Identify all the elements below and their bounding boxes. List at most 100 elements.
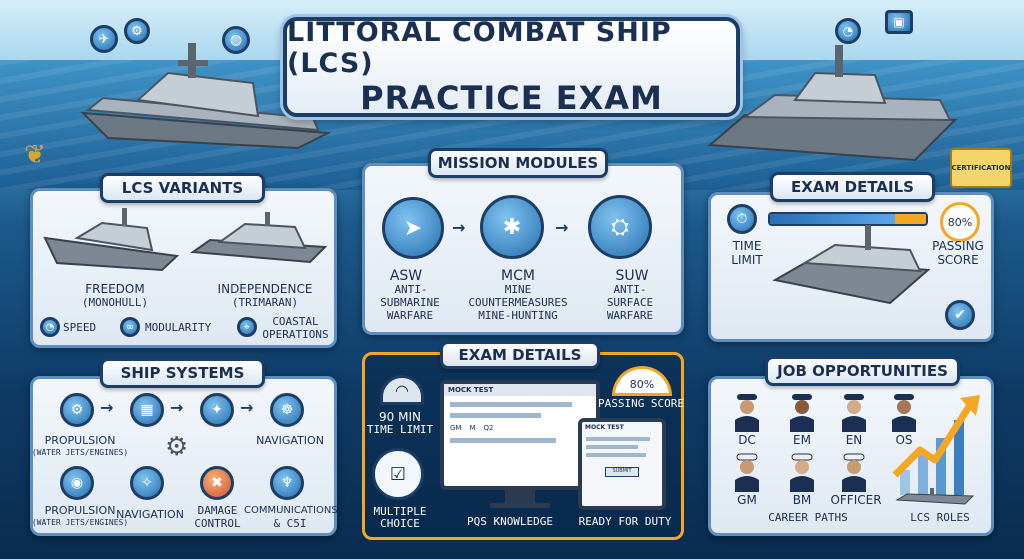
propulsion-label-1: PROPULSION: [44, 434, 116, 447]
option-c[interactable]: Q2: [483, 424, 494, 432]
exam-details-mid-header: EXAM DETAILS: [440, 341, 600, 369]
limit-label: LIMIT: [731, 253, 763, 267]
score-label: SCORE: [937, 253, 979, 267]
location-pin-icon: ⌖: [237, 317, 257, 337]
mine-robot-icon: ✱: [480, 195, 544, 259]
speed-label: SPEED: [63, 321, 97, 334]
arrow-icon: →: [240, 398, 254, 417]
asw-label: ASW: [389, 268, 423, 284]
time-value: 90 MIN: [379, 410, 421, 424]
operations-label: OPERATIONS: [262, 328, 329, 341]
globe-icon: ◍: [222, 26, 250, 54]
asw-desc-3: WARFARE: [386, 309, 434, 322]
gear-icon: ⚙: [124, 18, 150, 44]
independence-ship-illustration: [707, 45, 958, 162]
modularity-label: MODULARITY: [145, 321, 212, 334]
navigation-label-1: NAVIGATION: [256, 434, 324, 447]
role-label: OS: [895, 433, 913, 447]
checklist-icon: ☑: [372, 448, 424, 500]
certification-badge: CERTIFICATION: [950, 148, 1012, 188]
ship-systems-header: SHIP SYSTEMS: [100, 358, 265, 388]
sailor-avatar-officer: [840, 452, 868, 496]
exam-progress-fill: [770, 214, 926, 224]
communications-label: COMMUNICATIONS: [244, 505, 338, 516]
exam-ship-illustration: [772, 225, 930, 305]
title-line2: PRACTICE EXAM: [360, 79, 663, 117]
monitor-stand: [505, 490, 535, 504]
freedom-sublabel: (MONOHULL): [81, 296, 149, 309]
role-label: DC: [738, 433, 756, 447]
gear-icon: ⚙: [165, 432, 189, 462]
engine-icon: ⚙: [60, 393, 94, 427]
propulsion-sublabel-2: (WATER JETS/ENGINES): [31, 518, 129, 527]
navigation-label-2: NAVIGATION: [116, 508, 184, 521]
asw-desc-1: ANTI-: [394, 283, 428, 296]
question-line: [450, 402, 572, 407]
freedom-variant-ship: [43, 208, 180, 272]
mcm-desc-3: MINE-HUNTING: [478, 309, 558, 322]
role-label: EM: [793, 433, 811, 447]
lcs-roles-label: LCS ROLES: [910, 511, 970, 524]
exam-progress-bar: [768, 212, 928, 226]
mock-test-title: MOCK TEST: [444, 384, 596, 396]
growth-arrow-chart: [892, 395, 980, 495]
freedom-ship-illustration: [80, 43, 332, 150]
independence-sublabel: (TRIMARAN): [231, 296, 299, 309]
wifi-icon: ◔: [835, 18, 861, 44]
freedom-label: FREEDOM: [85, 282, 145, 296]
role-label: GM: [737, 493, 757, 507]
jet-engine-icon: ◉: [60, 466, 94, 500]
job-opportunities-header: JOB OPPORTUNITIES: [765, 356, 960, 386]
sailor-avatar-os: [890, 392, 918, 436]
suw-label: SUW: [615, 268, 649, 284]
compass-icon: ✦: [200, 393, 234, 427]
shield-check-icon: ✔: [945, 300, 975, 330]
suw-desc-2: SURFACE: [606, 296, 654, 309]
title-line1: LITTORAL COMBAT SHIP (LCS): [287, 17, 672, 79]
option-a[interactable]: GM: [450, 424, 462, 432]
propulsion-sublabel-1: (WATER JETS/ENGINES): [31, 448, 129, 457]
question-line: [450, 438, 557, 443]
mcm-desc-1: MINE: [504, 283, 532, 296]
propulsion-label-2: PROPULSION: [44, 504, 116, 517]
tablet-mock-test-screen: MOCK TEST SUBMIT: [578, 418, 666, 510]
role-label: OFFICER: [830, 493, 882, 507]
option-b[interactable]: M: [469, 424, 476, 432]
gauge-icon: ◠: [380, 375, 424, 405]
mock-test-title-tablet: MOCK TEST: [585, 424, 624, 431]
mcm-desc-2: COUNTERMEASURES: [468, 296, 568, 309]
monitor-base: [490, 503, 550, 508]
lcs-variants-header: LCS VARIANTS: [100, 173, 265, 203]
mission-modules-header: MISSION MODULES: [428, 148, 608, 178]
arrow-icon: →: [555, 218, 569, 237]
sailor-avatar-en: [840, 392, 868, 436]
torpedo-icon: ➤: [382, 197, 444, 259]
sailor-avatar-gm: [733, 452, 761, 496]
question-line: [586, 437, 650, 441]
helm-icon: ☸: [270, 393, 304, 427]
question-line: [586, 453, 646, 457]
pqs-label: PQS KNOWLEDGE: [466, 515, 554, 528]
role-label: BM: [792, 493, 812, 507]
mcm-label: MCM: [501, 268, 535, 284]
desktop-mock-test-screen: MOCK TEST GM M Q2: [440, 380, 600, 490]
damage-label: DAMAGE: [197, 504, 238, 517]
suw-desc-3: WARFARE: [606, 309, 654, 322]
stopwatch-icon: ⏱: [727, 204, 757, 234]
turret-icon: ⛭: [588, 195, 652, 259]
career-paths-label: CAREER PATHS: [768, 511, 848, 524]
arrow-icon: →: [100, 398, 114, 417]
radio-icon: ▦: [130, 393, 164, 427]
passing-label: PASSING: [932, 239, 984, 253]
control-label: CONTROL: [194, 517, 241, 530]
sailor-avatar-dc: [733, 392, 761, 436]
lcs-variants-panel: [30, 188, 337, 348]
submit-button[interactable]: SUBMIT: [605, 467, 639, 477]
independence-variant-ship: [190, 212, 328, 264]
asw-desc-2: SUBMARINE: [380, 296, 440, 309]
sailor-avatar-bm: [788, 452, 816, 496]
passing-score-label: PASSING SCORE: [597, 397, 685, 410]
ready-label: READY FOR DUTY: [578, 515, 672, 528]
laurel-icon: ❦: [24, 140, 46, 170]
arrow-icon: →: [452, 218, 466, 237]
